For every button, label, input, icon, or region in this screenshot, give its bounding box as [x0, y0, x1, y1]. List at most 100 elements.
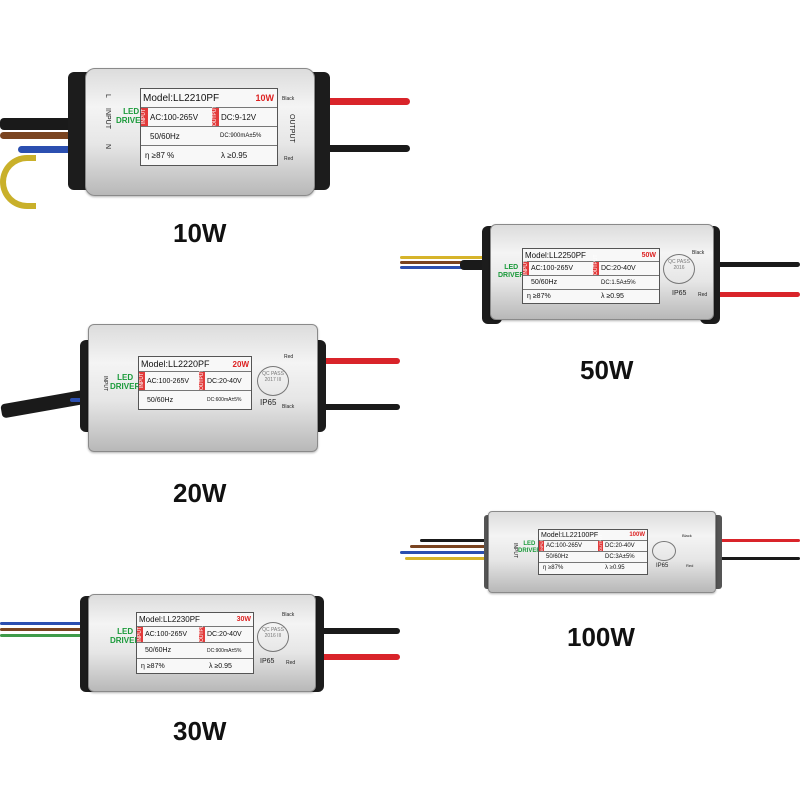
model-text: Model:LL2250PF	[525, 250, 586, 260]
ip65-rating: IP65	[672, 290, 687, 297]
wire-black	[718, 557, 800, 560]
driver-text: DRIVER	[518, 547, 541, 554]
qc-pass-stamp	[652, 541, 676, 561]
wire-black	[320, 404, 400, 410]
led-text: LED	[504, 264, 519, 271]
power-factor: λ ≥0.95	[209, 662, 232, 670]
led-driver-logo: LED DRIVER	[110, 627, 141, 646]
led-driver-logo: LED DRIVER	[498, 264, 524, 279]
wire-brown	[0, 628, 90, 631]
wire-green	[0, 634, 90, 637]
qc-pass-stamp: QC PASS 2017 III	[257, 366, 289, 396]
red-wire-label: Red	[286, 660, 296, 666]
ac-voltage: AC:100-265V	[531, 265, 574, 272]
wire-black	[318, 628, 400, 634]
output-current: DC:900mA±5%	[220, 133, 262, 139]
ip65-rating: IP65	[656, 563, 669, 569]
led-driver-logo: LED DRIVER	[116, 107, 147, 126]
model-text: Model:LL2210PF	[143, 92, 220, 104]
frequency: 50/60Hz	[531, 279, 558, 286]
output-current: DC:3A±5%	[605, 554, 635, 560]
driver-30w: LED DRIVER Model:LL2230PF 30W INPUT AC:1…	[0, 588, 410, 700]
led-text: LED	[117, 373, 134, 382]
red-wire-label: Red	[698, 292, 708, 298]
wire-brown	[0, 132, 75, 139]
caption-50w: 50W	[580, 355, 634, 385]
efficiency: η ≥87%	[527, 293, 551, 300]
output-current: DC:900mA±5%	[207, 647, 242, 654]
wire-yellow	[405, 557, 490, 560]
power-rating: 10W	[255, 93, 274, 103]
ac-voltage: AC:100-265V	[150, 112, 199, 122]
input-tag: INPUT	[139, 372, 145, 390]
label-plate: Model:LL22100PF 100W INPUT AC:100-265V O…	[538, 529, 648, 575]
dc-voltage: DC:20-40V	[601, 265, 636, 272]
wire-red	[320, 358, 400, 364]
red-wire-label: Red	[284, 354, 294, 360]
power-rating: 100W	[629, 532, 645, 538]
power-rating: 50W	[641, 251, 656, 259]
efficiency: η ≥87%	[141, 662, 165, 670]
frequency: 50/60Hz	[546, 554, 569, 560]
output-tag: OUTPUT	[199, 369, 205, 390]
wire-blue	[400, 551, 490, 554]
wire-yellow-green	[0, 155, 36, 209]
wire-black-input	[460, 260, 500, 270]
qc-pass-stamp: QC PASS 2016	[663, 254, 695, 284]
driver-10w: INPUT L N LED DRIVER Model:LL2210PF 10W …	[0, 60, 410, 220]
led-driver-logo: LED DRIVER	[518, 541, 541, 554]
label-plate: Model:LL2210PF 10W INPUT AC:100-265V OUT…	[140, 88, 278, 166]
black-wire-label: Black	[282, 96, 295, 102]
wire-black	[320, 145, 410, 152]
wire-red	[318, 654, 400, 660]
efficiency: η ≥87 %	[145, 150, 175, 160]
input-tag: INPUT	[137, 627, 143, 642]
power-rating: 30W	[236, 616, 251, 623]
wire-brown	[400, 261, 490, 264]
driver-100w: INPUT LED DRIVER Model:LL22100PF 100W IN…	[400, 505, 800, 600]
output-tag: OUTPUT	[212, 105, 219, 126]
red-wire-label: Red	[686, 563, 694, 568]
wire-black	[710, 262, 800, 267]
dc-voltage: DC:20-40V	[207, 631, 242, 638]
frequency: 50/60Hz	[145, 647, 172, 654]
l-terminal-label: L	[104, 94, 111, 98]
wire-black-input	[420, 539, 490, 542]
output-side-label: OUTPUT	[288, 114, 295, 143]
label-plate: Model:LL2250PF 50W INPUT AC:100-265V OUT…	[522, 248, 660, 304]
output-current: DC:600mA±5%	[207, 397, 242, 403]
frequency: 50/60Hz	[150, 131, 180, 141]
caption-30w: 30W	[173, 716, 227, 746]
driver-text: DRIVER	[116, 115, 147, 125]
input-tag: INPUT	[539, 539, 544, 551]
dc-voltage: DC:20-40V	[207, 377, 242, 385]
led-driver-logo: LED DRIVER	[110, 373, 141, 392]
model-text: Model:LL22100PF	[541, 531, 599, 539]
label-plate: Model:LL2230PF 30W INPUT AC:100-265V OUT…	[136, 612, 254, 674]
led-text: LED	[117, 627, 134, 636]
model-text: Model:LL2220PF	[141, 359, 210, 369]
power-factor: λ ≥0.95	[221, 150, 248, 160]
dc-voltage: DC:9-12V	[221, 112, 257, 122]
ip65-rating: IP65	[260, 398, 277, 407]
efficiency: η ≥87%	[543, 565, 564, 571]
driver-text: DRIVER	[110, 381, 141, 391]
driver-text: DRIVER	[110, 635, 141, 645]
wire-yellow	[400, 256, 490, 259]
caption-100w: 100W	[567, 622, 635, 652]
input-side-label: INPUT	[512, 543, 518, 558]
led-text: LED	[123, 107, 140, 116]
output-tag: OUTPUT	[598, 534, 603, 551]
led-text: LED	[523, 541, 536, 547]
black-wire-label: Black	[692, 250, 705, 256]
wire-blue	[0, 622, 90, 625]
black-wire-label: Black	[682, 533, 692, 538]
input-side-label: INPUT	[102, 376, 108, 391]
power-factor: λ ≥0.95	[601, 293, 624, 300]
ac-voltage: AC:100-265V	[145, 631, 188, 638]
power-rating: 20W	[232, 359, 249, 369]
driver-50w: LED DRIVER Model:LL2250PF 50W INPUT AC:1…	[400, 218, 800, 330]
output-tag: OUTPUT	[593, 254, 599, 275]
wire-red	[320, 98, 410, 105]
input-side-label: INPUT	[104, 108, 111, 129]
